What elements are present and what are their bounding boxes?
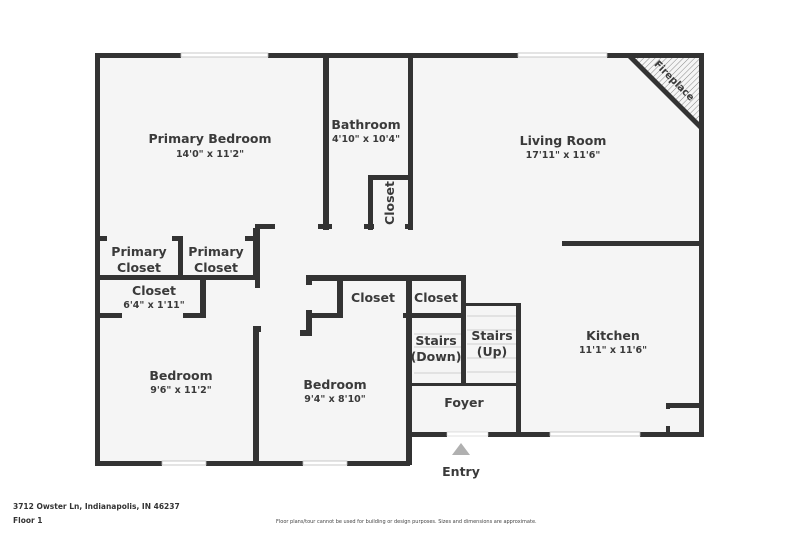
room-closet-stairs: Closet [414, 290, 458, 305]
room-primary-closet-1: Primary Closet [111, 244, 166, 275]
room-name: Living Room [520, 133, 607, 148]
room-name-line1: Stairs [415, 333, 456, 348]
windows [161, 52, 641, 466]
room-bathroom: Bathroom 4'10" x 10'4" [331, 117, 400, 145]
room-bath-closet: Closet [382, 181, 397, 225]
room-living-room: Living Room 17'11" x 11'6" [520, 133, 607, 161]
room-dimensions: 6'4" x 1'11" [123, 300, 185, 311]
room-name: Closet [414, 290, 458, 305]
room-stairs-down: Stairs (Down) [411, 333, 462, 364]
room-dimensions: 9'6" x 11'2" [150, 385, 212, 396]
property-address: 3712 Owster Ln, Indianapolis, IN 46237 [13, 502, 180, 511]
room-name: Bedroom [303, 377, 366, 392]
room-dimensions: 9'4" x 8'10" [304, 394, 366, 405]
room-name: Closet [382, 181, 397, 225]
room-name: Kitchen [586, 328, 640, 343]
room-primary-bedroom: Primary Bedroom 14'0" x 11'2" [148, 131, 271, 160]
room-closet-hall: Closet 6'4" x 1'11" [123, 283, 185, 311]
room-stairs-up: Stairs (Up) [471, 328, 512, 359]
room-foyer: Foyer [444, 395, 484, 410]
room-name: Closet [351, 290, 395, 305]
room-name-line2: Closet [117, 260, 161, 275]
stairs-treads [414, 315, 516, 374]
room-dimensions: 14'0" x 11'2" [176, 149, 244, 160]
room-name-line2: Closet [194, 260, 238, 275]
walls [95, 53, 704, 466]
room-bedroom-1: Bedroom 9'6" x 11'2" [149, 368, 212, 396]
room-name-line1: Stairs [471, 328, 512, 343]
room-name-line1: Primary [111, 244, 166, 259]
room-primary-closet-2: Primary Closet [188, 244, 243, 275]
entry-arrow-icon [452, 443, 470, 455]
room-name: Bedroom [149, 368, 212, 383]
room-name-line1: Primary [188, 244, 243, 259]
room-kitchen: Kitchen 11'1" x 11'6" [579, 328, 647, 356]
room-dimensions: 11'1" x 11'6" [579, 345, 647, 356]
entry-door [446, 431, 489, 437]
room-closet-center: Closet [351, 290, 395, 305]
entry-label: Entry [442, 464, 480, 479]
room-dimensions: 4'10" x 10'4" [332, 134, 400, 145]
room-dimensions: 17'11" x 11'6" [526, 150, 601, 161]
room-name: Bathroom [331, 117, 400, 132]
room-name: Closet [132, 283, 176, 298]
room-name: Foyer [444, 395, 484, 410]
room-name-line2: (Down) [411, 349, 462, 364]
room-bedroom-2: Bedroom 9'4" x 8'10" [303, 377, 366, 405]
disclaimer-text: Floor plans/tour cannot be used for buil… [276, 519, 537, 525]
floor-label: Floor 1 [13, 516, 43, 525]
room-name-line2: (Up) [477, 344, 508, 359]
room-name: Primary Bedroom [148, 131, 271, 146]
